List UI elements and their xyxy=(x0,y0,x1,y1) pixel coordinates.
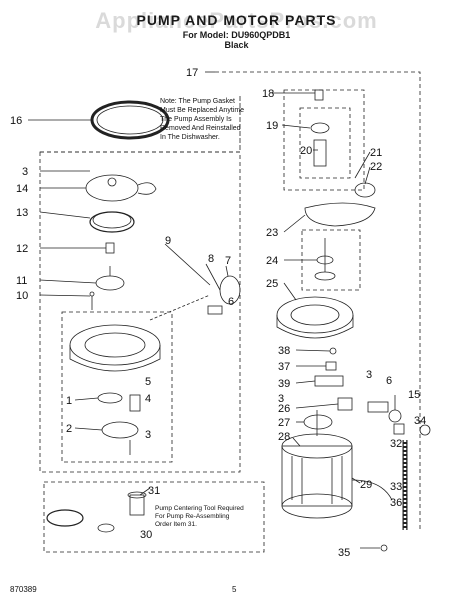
callout-28: 28 xyxy=(278,431,290,443)
callout-3b: 3 xyxy=(145,429,151,441)
callout-6-left: 6 xyxy=(228,296,234,308)
callout-14: 14 xyxy=(16,183,28,195)
callout-5: 5 xyxy=(145,376,151,388)
callout-29: 29 xyxy=(360,479,372,491)
svg-text:Note: The Pump Gasket: Note: The Pump Gasket xyxy=(160,98,235,105)
page-number: 5 xyxy=(232,585,237,594)
callout-11: 11 xyxy=(16,275,27,287)
svg-text:The Pump Assembly Is: The Pump Assembly Is xyxy=(160,116,232,123)
callout-10: 10 xyxy=(16,290,28,302)
callout-19: 19 xyxy=(266,120,278,132)
callout-37: 37 xyxy=(278,361,290,373)
callout-17: 17 xyxy=(186,67,198,79)
callout-2: 2 xyxy=(66,423,72,435)
callout-31: 31 xyxy=(148,485,160,497)
centering-tool-frame xyxy=(43,481,265,553)
pump-gasket-ring xyxy=(90,100,170,140)
callout-3c: 3 xyxy=(278,393,284,405)
callout-15: 15 xyxy=(408,389,420,401)
callout-39: 39 xyxy=(278,378,290,390)
callout-numbers: 16 17 3 14 13 12 11 10 9 8 7 6 1 2 5 4 3… xyxy=(10,67,426,559)
callout-33: 33 xyxy=(390,481,402,493)
callout-22: 22 xyxy=(370,161,382,173)
svg-text:Must Be Replaced Anytime: Must Be Replaced Anytime xyxy=(160,107,244,114)
callout-32: 32 xyxy=(390,438,402,450)
callout-6: 6 xyxy=(386,375,392,387)
svg-text:Removed And Reinstalled: Removed And Reinstalled xyxy=(160,125,241,132)
callout-7: 7 xyxy=(225,255,231,267)
callout-30: 30 xyxy=(140,529,152,541)
gasket-note: Note: The Pump Gasket Must Be Replaced A… xyxy=(160,98,244,141)
callout-23: 23 xyxy=(266,227,278,239)
callout-27: 27 xyxy=(278,417,290,429)
color-line: Black xyxy=(224,40,249,50)
svg-text:In The Dishwasher.: In The Dishwasher. xyxy=(160,134,220,141)
doc-number: 870389 xyxy=(10,585,37,594)
callout-36: 36 xyxy=(390,497,402,509)
callout-38: 38 xyxy=(278,345,290,357)
callout-1: 1 xyxy=(66,395,72,407)
pump-assembly-frame xyxy=(39,151,241,473)
upper-right-frame xyxy=(283,89,365,191)
callout-9: 9 xyxy=(165,235,171,247)
impeller-sub-frame xyxy=(61,311,173,463)
callout-18: 18 xyxy=(262,88,274,100)
callout-20: 20 xyxy=(300,145,312,157)
callout-34: 34 xyxy=(414,415,426,427)
svg-text:For Pump Re-Assembling: For Pump Re-Assembling xyxy=(155,513,230,520)
callout-21: 21 xyxy=(370,147,382,159)
centering-note: Pump Centering Tool Required For Pump Re… xyxy=(155,505,244,528)
callout-13: 13 xyxy=(16,207,28,219)
callout-16: 16 xyxy=(10,115,22,127)
callout-3d: 3 xyxy=(366,369,372,381)
page-title: PUMP AND MOTOR PARTS xyxy=(136,12,337,28)
callout-35: 35 xyxy=(338,547,350,559)
watermark: AppliancePartsPros.com xyxy=(95,8,378,33)
callout-24: 24 xyxy=(266,255,278,267)
callout-12: 12 xyxy=(16,243,28,255)
callout-25: 25 xyxy=(266,278,278,290)
svg-text:Order Item 31.: Order Item 31. xyxy=(155,521,197,528)
callout-8: 8 xyxy=(208,253,214,265)
svg-text:Pump Centering Tool Required: Pump Centering Tool Required xyxy=(155,505,244,512)
callout-3: 3 xyxy=(22,166,28,178)
callout-4: 4 xyxy=(145,393,151,405)
callout-26: 26 xyxy=(278,403,290,415)
model-line: For Model: DU960QPDB1 xyxy=(182,30,291,40)
